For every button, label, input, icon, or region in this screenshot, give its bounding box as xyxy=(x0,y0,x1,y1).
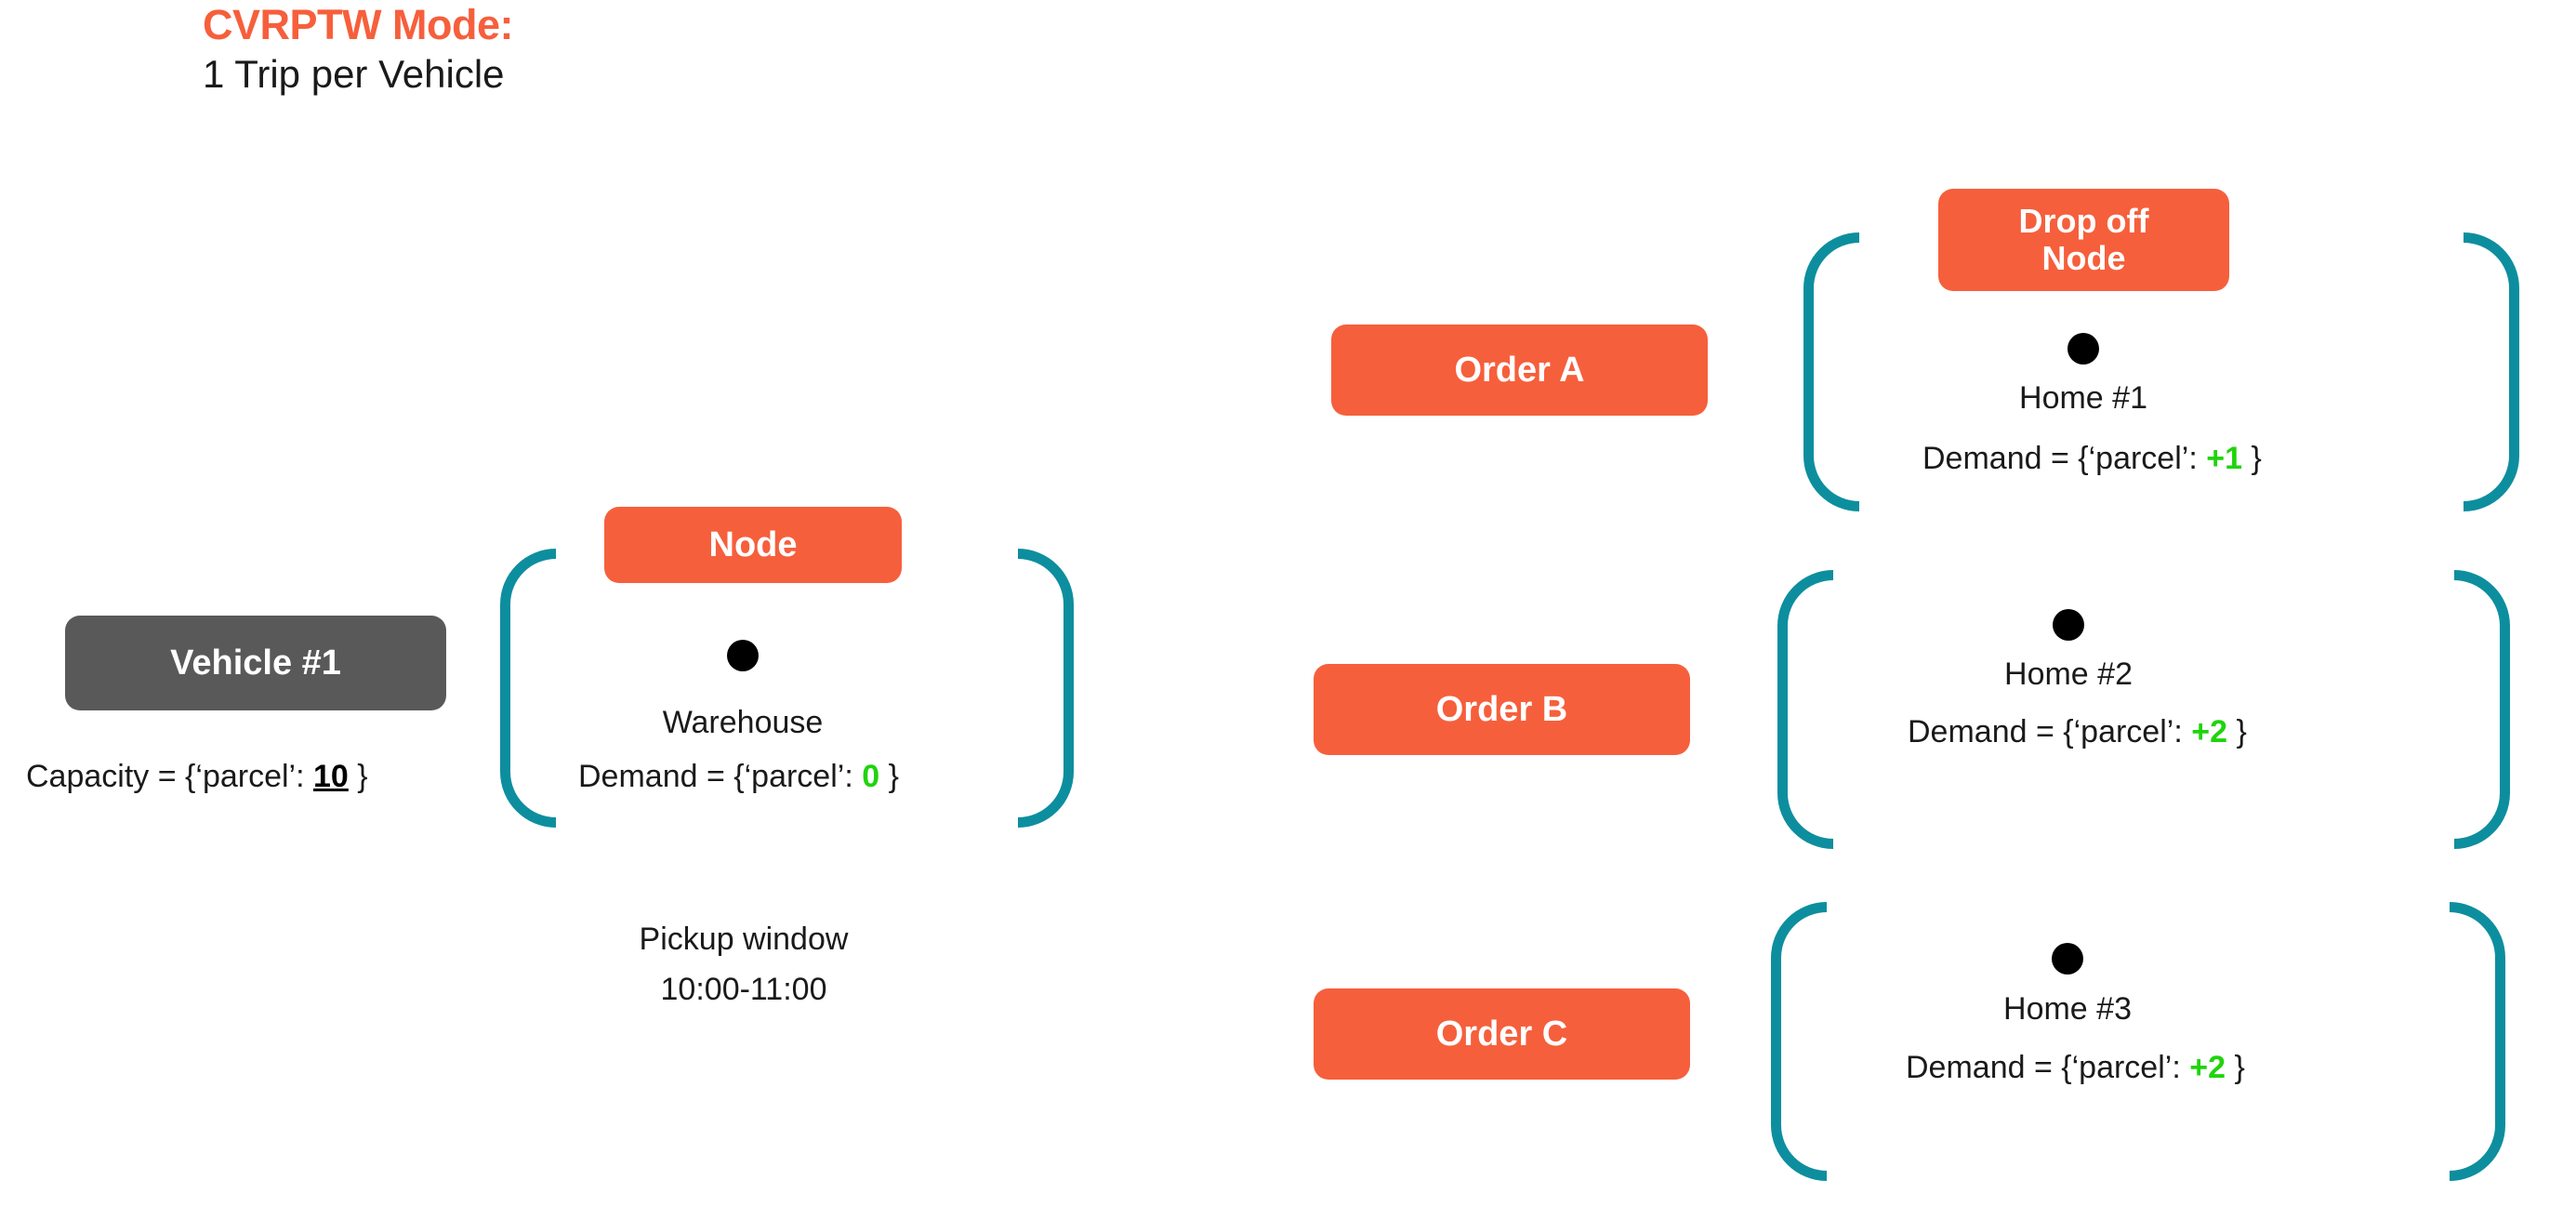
order-c-demand-prefix: Demand = {‘parcel’: xyxy=(1906,1050,2190,1085)
node-dot-icon xyxy=(2053,609,2084,641)
order-b-demand-suffix: } xyxy=(2227,714,2247,749)
pickup-bracket-right xyxy=(1018,549,1074,828)
order-c-badge[interactable]: Order C xyxy=(1314,988,1690,1080)
order-b-badge[interactable]: Order B xyxy=(1314,664,1690,755)
pickup-demand-value: 0 xyxy=(862,759,880,794)
order-a-bracket-right xyxy=(2464,232,2519,511)
title-block: CVRPTW Mode: 1 Trip per Vehicle xyxy=(203,1,513,101)
order-c-node-name: Home #3 xyxy=(2003,991,2132,1027)
order-b-node-name: Home #2 xyxy=(2004,656,2133,692)
order-a-demand-text: Demand = {‘parcel’: +1 } xyxy=(1922,440,2262,477)
order-a-demand-prefix: Demand = {‘parcel’: xyxy=(1922,441,2207,476)
vehicle-capacity-text: Capacity = {‘parcel’: 10 } xyxy=(26,758,368,795)
order-a-demand-value: +1 xyxy=(2206,441,2242,476)
vehicle-capacity-suffix: } xyxy=(348,759,368,794)
order-b-bracket-right xyxy=(2454,570,2510,849)
pickup-window-label: Pickup window xyxy=(639,922,849,957)
drop-off-node-badge-line1: Drop off xyxy=(2018,201,2149,240)
page-subtitle: 1 Trip per Vehicle xyxy=(203,52,505,97)
page-title: CVRPTW Mode: xyxy=(203,1,513,48)
node-dot-icon xyxy=(2067,333,2099,365)
order-a-demand-suffix: } xyxy=(2242,441,2262,476)
vehicle-capacity-value: 10 xyxy=(313,759,349,794)
pickup-demand-suffix: } xyxy=(879,759,899,794)
node-dot-icon xyxy=(727,640,759,671)
vehicle-capacity-prefix: Capacity = {‘parcel’: xyxy=(26,759,313,794)
order-c-bracket-right xyxy=(2450,902,2505,1181)
pickup-bracket-left xyxy=(500,549,556,828)
order-c-demand-value: +2 xyxy=(2189,1050,2226,1085)
pickup-node-name: Warehouse xyxy=(662,705,824,740)
drop-off-node-badge-line2: Node xyxy=(2041,239,2126,277)
pickup-demand-text: Demand = {‘parcel’: 0 } xyxy=(578,758,899,795)
order-b-bracket-left xyxy=(1777,570,1833,849)
order-b-demand-text: Demand = {‘parcel’: +2 } xyxy=(1908,713,2247,750)
order-c-demand-suffix: } xyxy=(2226,1050,2245,1085)
pickup-window-value: 10:00-11:00 xyxy=(660,972,827,1007)
order-a-bracket-left xyxy=(1803,232,1859,511)
order-c-bracket-left xyxy=(1771,902,1827,1181)
order-a-node-name: Home #1 xyxy=(2019,380,2147,416)
order-c-demand-text: Demand = {‘parcel’: +2 } xyxy=(1906,1049,2245,1086)
pickup-node-badge[interactable]: Node xyxy=(604,507,902,583)
node-dot-icon xyxy=(2052,943,2083,975)
pickup-demand-prefix: Demand = {‘parcel’: xyxy=(578,759,863,794)
order-b-demand-prefix: Demand = {‘parcel’: xyxy=(1908,714,2192,749)
order-b-demand-value: +2 xyxy=(2191,714,2227,749)
order-a-badge[interactable]: Order A xyxy=(1331,325,1708,416)
vehicle-badge[interactable]: Vehicle #1 xyxy=(65,616,446,710)
drop-off-node-badge[interactable]: Drop off Node xyxy=(1938,189,2229,291)
